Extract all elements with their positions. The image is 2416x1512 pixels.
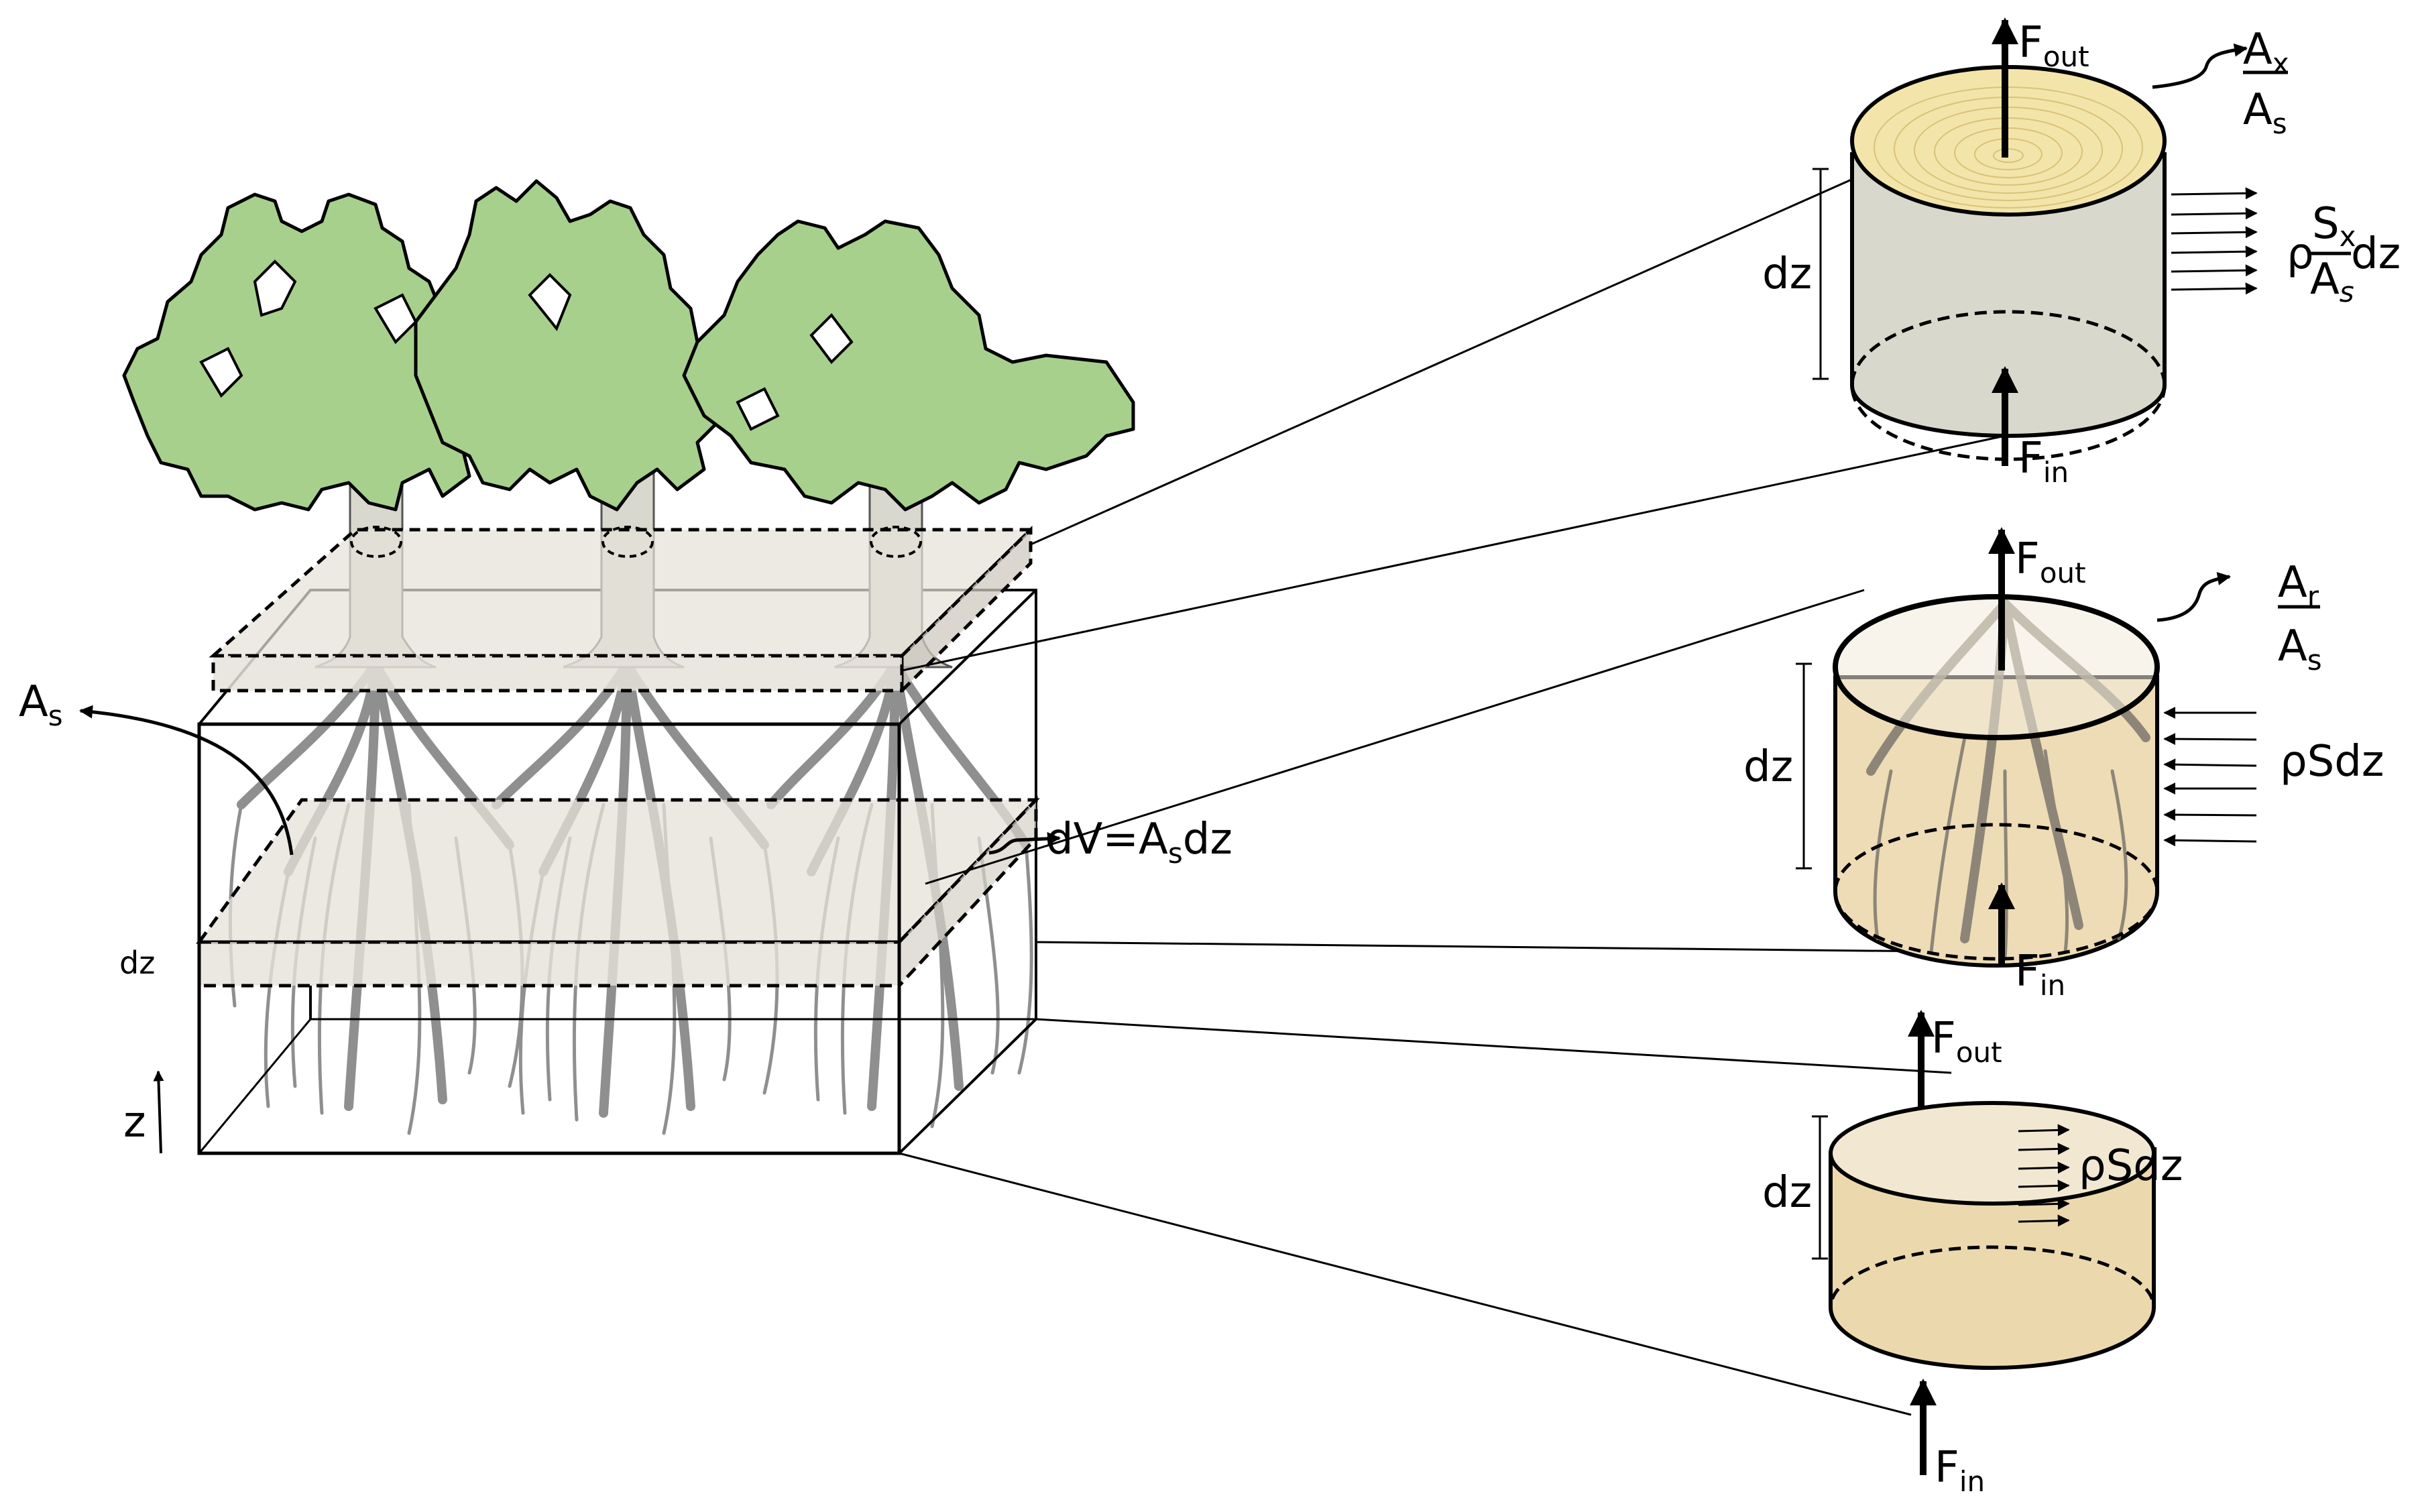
stem-area-ratio: Ax As [2243, 25, 2289, 140]
stem-ratio-callout [2152, 43, 2248, 89]
svg-text:As: As [2278, 622, 2322, 677]
root-area-ratio: Ar As [2278, 558, 2322, 677]
svg-text:Ax: Ax [2243, 25, 2289, 80]
stem-height-label: dz [1762, 249, 1812, 299]
stem-section-2 [601, 526, 654, 558]
stem-cylinder-bottom-dashed [1850, 310, 2167, 461]
svg-text:As: As [2243, 85, 2287, 140]
root-cylinder: dz Fout Fin Ar As ρSdz [1743, 527, 2384, 1002]
root-flux-in-label: Fin [2015, 947, 2065, 1002]
cylinder-roots [1866, 599, 2150, 961]
soil-flux-out-label: Fout [1931, 1014, 2002, 1069]
dv-label: dV=Asdz [1046, 815, 1232, 870]
root-ratio-callout [2156, 572, 2231, 622]
dv-callout-arrow [988, 831, 1061, 855]
canopy-3 [682, 219, 1135, 512]
as-callout-arrow [79, 705, 294, 856]
soil-sink-label: ρSdz [2079, 1141, 2183, 1191]
box-hidden-edges [198, 1018, 1036, 1154]
root-flux-out-label: Fout [2015, 534, 2086, 589]
stem-cross-sections [350, 526, 922, 558]
branches [199, 259, 854, 431]
dv-slab-front [197, 940, 901, 988]
root-sink-arrows [2163, 707, 2257, 847]
root-cylinder-bottom-dashed [1833, 823, 2159, 961]
svg-text:As: As [2310, 255, 2354, 308]
soil-cylinder: dz Fout Fin ρSdz [1762, 1010, 2183, 1498]
svg-text:Sx: Sx [2312, 199, 2356, 253]
as-label: As [19, 677, 63, 732]
soil-cylinder-bottom-dashed [1829, 1245, 2156, 1370]
soil-flux-in-label: Fin [1935, 1443, 1985, 1498]
soil-sink-arrows [2018, 1124, 2070, 1227]
soil-cylinder-top [1829, 1101, 2156, 1206]
stem-slab-top [209, 528, 1035, 658]
stem-flux-out-label: Fout [2018, 18, 2089, 73]
svg-text:dz: dz [2351, 229, 2401, 279]
stem-slab-front [211, 654, 904, 693]
box-front-face [197, 722, 901, 1155]
root-sink-label: ρSdz [2280, 737, 2384, 787]
soil-block: As dV=Asdz dz z [19, 179, 1232, 1155]
root-cylinder-top [1833, 594, 2160, 740]
stem-cylinder-body [1850, 152, 2167, 438]
projection-lines [899, 170, 2006, 1416]
stem-sink-label: ρ Sx As dz [2287, 199, 2401, 308]
stem-flux-in-label: Fin [2018, 434, 2069, 489]
stem-section-3 [870, 526, 922, 558]
root-height-label: dz [1743, 742, 1793, 792]
svg-text:Ar: Ar [2278, 558, 2319, 613]
stem-sink-arrows [2171, 187, 2258, 295]
dv-slab-top [196, 798, 1040, 944]
z-axis-label: z [123, 1098, 146, 1147]
z-axis-arrow [153, 1070, 164, 1154]
canopies [122, 179, 1135, 512]
layer-thickness-label: dz [119, 945, 155, 981]
stem-cylinder: dz Fout Fin Ax As ρ Sx As dz [1762, 17, 2401, 489]
soil-height-label: dz [1762, 1168, 1812, 1218]
stem-section-1 [350, 526, 402, 558]
